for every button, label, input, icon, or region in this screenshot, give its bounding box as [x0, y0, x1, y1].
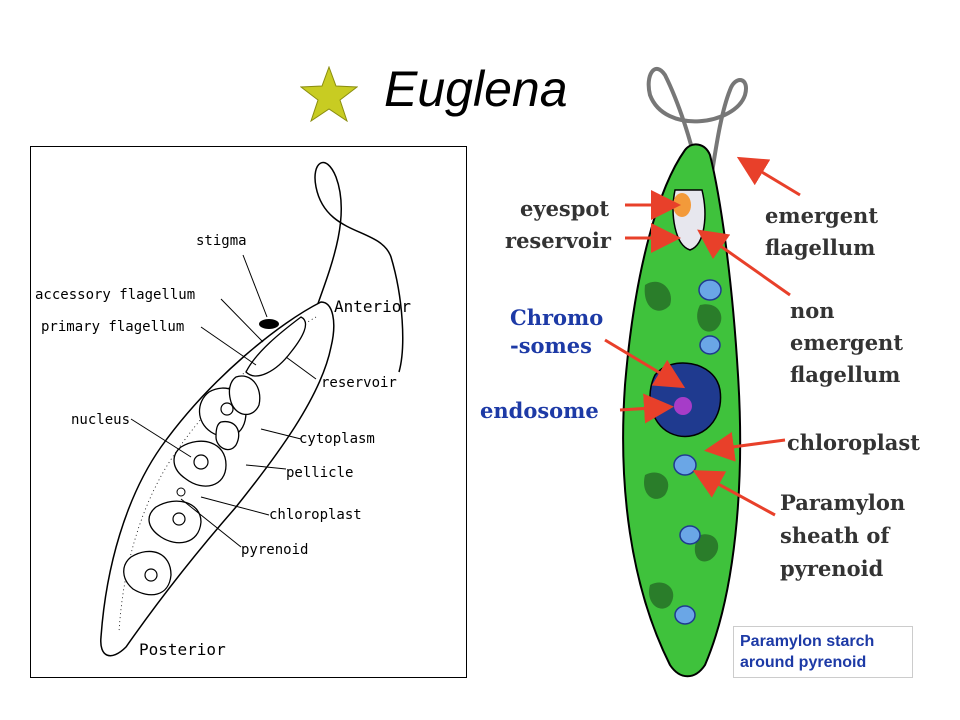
- endosome-dot: [674, 397, 692, 415]
- label-chromosomes-1: Chromo: [510, 305, 604, 330]
- label-chloroplast: chloroplast: [269, 507, 362, 523]
- label-emergent-flagellum-2: flagellum: [765, 235, 876, 260]
- label-non-emergent-1: non: [790, 298, 835, 323]
- label-primary-flagellum: primary flagellum: [41, 319, 185, 335]
- flagellum-line: [314, 161, 404, 373]
- label-eyespot: eyespot: [520, 196, 610, 221]
- label-pyrenoid: pyrenoid: [241, 542, 309, 558]
- page-title: Euglena: [384, 61, 568, 117]
- left-diagram-drawing: [100, 161, 404, 657]
- label-cytoplasm: cytoplasm: [299, 431, 375, 447]
- label-chromosomes-2: -somes: [510, 333, 592, 358]
- label-chloroplast-right: chloroplast: [787, 430, 920, 455]
- label-paramylon-3: pyrenoid: [780, 556, 884, 581]
- chloroplasts: [123, 375, 261, 596]
- label-non-emergent-3: flagellum: [790, 362, 901, 387]
- label-stigma: stigma: [196, 233, 247, 249]
- paramylon-caption: Paramylon starch around pyrenoid: [740, 633, 875, 671]
- left-diagram-panel: stigma accessory flagellum primary flage…: [30, 146, 467, 678]
- label-paramylon-1: Paramylon: [780, 490, 906, 515]
- reservoir-shape: [245, 316, 307, 377]
- right-diagram-drawing: [604, 67, 801, 678]
- flagellum-grey: [646, 67, 748, 191]
- label-nucleus: nucleus: [71, 412, 131, 428]
- stigma-dot: [259, 319, 279, 329]
- label-accessory-flagellum: accessory flagellum: [35, 287, 196, 303]
- label-endosome: endosome: [480, 398, 599, 423]
- label-paramylon-2: sheath of: [780, 523, 890, 548]
- label-non-emergent-2: emergent: [790, 330, 904, 355]
- paramylon-caption-box: Paramylon starch around pyrenoid: [733, 626, 913, 678]
- label-reservoir-right: reservoir: [505, 228, 611, 253]
- label-anterior: Anterior: [334, 297, 412, 316]
- label-reservoir: reservoir: [321, 375, 397, 391]
- label-pellicle: pellicle: [286, 465, 354, 481]
- label-emergent-flagellum-1: emergent: [765, 203, 879, 228]
- title-area: Euglena: [300, 58, 620, 128]
- label-posterior: Posterior: [139, 640, 226, 659]
- star-icon: [300, 66, 358, 122]
